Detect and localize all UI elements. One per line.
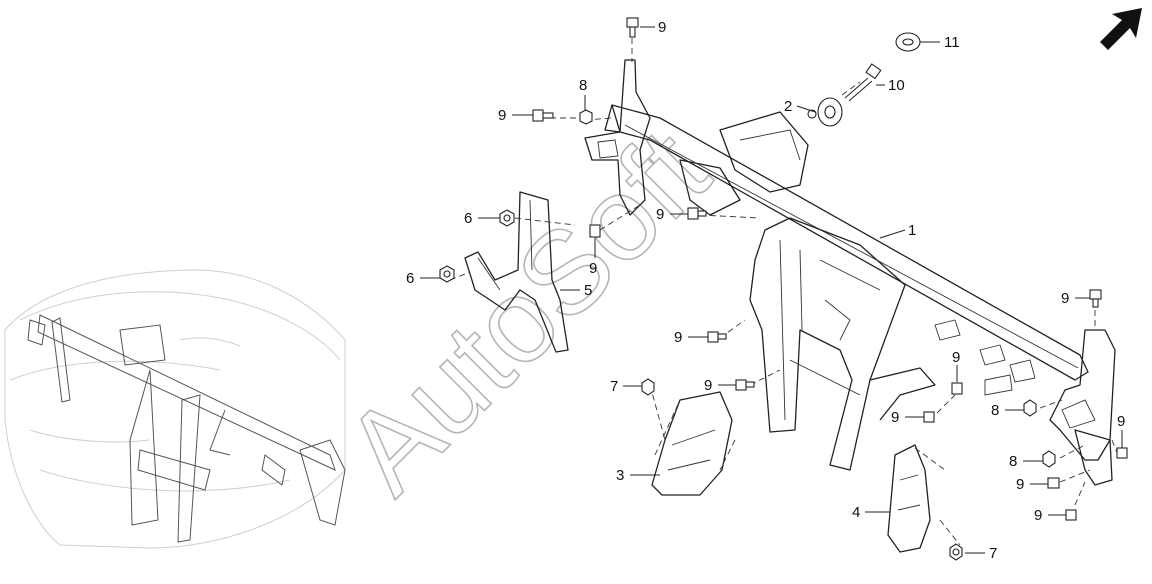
long-bolt-icon bbox=[844, 63, 882, 102]
nut-icon bbox=[439, 265, 455, 283]
watermark: AutoSoft bbox=[319, 104, 734, 519]
callout-9: 9 bbox=[1117, 413, 1125, 430]
bolt-icon bbox=[1065, 509, 1077, 521]
bolt-icon bbox=[532, 109, 554, 122]
bolt-icon bbox=[923, 411, 935, 423]
fasteners bbox=[439, 17, 1128, 561]
right-lower-plate bbox=[887, 444, 931, 553]
bolt-icon bbox=[589, 224, 601, 238]
bolt-icon bbox=[951, 382, 963, 395]
left-support-brace bbox=[464, 191, 569, 353]
cross-car-beam bbox=[584, 59, 1116, 486]
callout-7: 7 bbox=[610, 378, 618, 395]
bolt-icon bbox=[1089, 289, 1102, 308]
callout-leaders bbox=[420, 26, 1123, 554]
callout-8: 8 bbox=[991, 402, 999, 419]
callout-8: 8 bbox=[579, 77, 587, 94]
nut-icon bbox=[1023, 399, 1037, 417]
front-arrow-icon bbox=[1100, 8, 1142, 50]
callout-9: 9 bbox=[658, 19, 666, 36]
nut-icon bbox=[949, 543, 963, 561]
callout-9: 9 bbox=[656, 206, 664, 223]
callout-5: 5 bbox=[584, 282, 592, 299]
bolt-icon bbox=[1116, 447, 1128, 459]
callout-4: 4 bbox=[852, 504, 860, 521]
bolt-icon bbox=[626, 17, 639, 38]
nut-icon bbox=[1042, 450, 1056, 468]
left-lower-plate bbox=[651, 391, 733, 496]
callout-8: 8 bbox=[1009, 453, 1017, 470]
callout-7: 7 bbox=[989, 545, 997, 562]
callout-9: 9 bbox=[589, 260, 597, 277]
callout-6: 6 bbox=[406, 270, 414, 287]
callout-9: 9 bbox=[1034, 507, 1042, 524]
callout-9: 9 bbox=[1016, 476, 1024, 493]
callout-11: 11 bbox=[944, 34, 960, 51]
bolt-icon bbox=[707, 331, 727, 343]
callout-1: 1 bbox=[908, 222, 916, 239]
callout-6: 6 bbox=[464, 210, 472, 227]
callout-10: 10 bbox=[888, 77, 905, 94]
callout-9: 9 bbox=[498, 107, 506, 124]
bolt-icon bbox=[735, 379, 755, 391]
callout-3: 3 bbox=[616, 467, 624, 484]
nut-icon bbox=[499, 209, 515, 227]
callout-labels: 9 8 9 6 6 9 9 5 11 10 2 1 9 9 9 7 9 9 8 … bbox=[406, 19, 1125, 562]
callout-9: 9 bbox=[674, 329, 682, 346]
nut-icon bbox=[641, 378, 655, 396]
watermark-text: AutoSoft bbox=[320, 105, 733, 518]
steering-bushing-icon bbox=[807, 97, 843, 127]
callout-2: 2 bbox=[784, 98, 792, 115]
callout-9: 9 bbox=[1061, 290, 1069, 307]
bolt-icon bbox=[1047, 477, 1060, 489]
callout-9: 9 bbox=[704, 377, 712, 394]
dashboard-overview-thumbnail bbox=[4, 269, 346, 549]
grommet-icon bbox=[895, 32, 921, 52]
callout-9: 9 bbox=[952, 349, 960, 366]
callout-9: 9 bbox=[891, 409, 899, 426]
nut-icon bbox=[579, 109, 593, 125]
